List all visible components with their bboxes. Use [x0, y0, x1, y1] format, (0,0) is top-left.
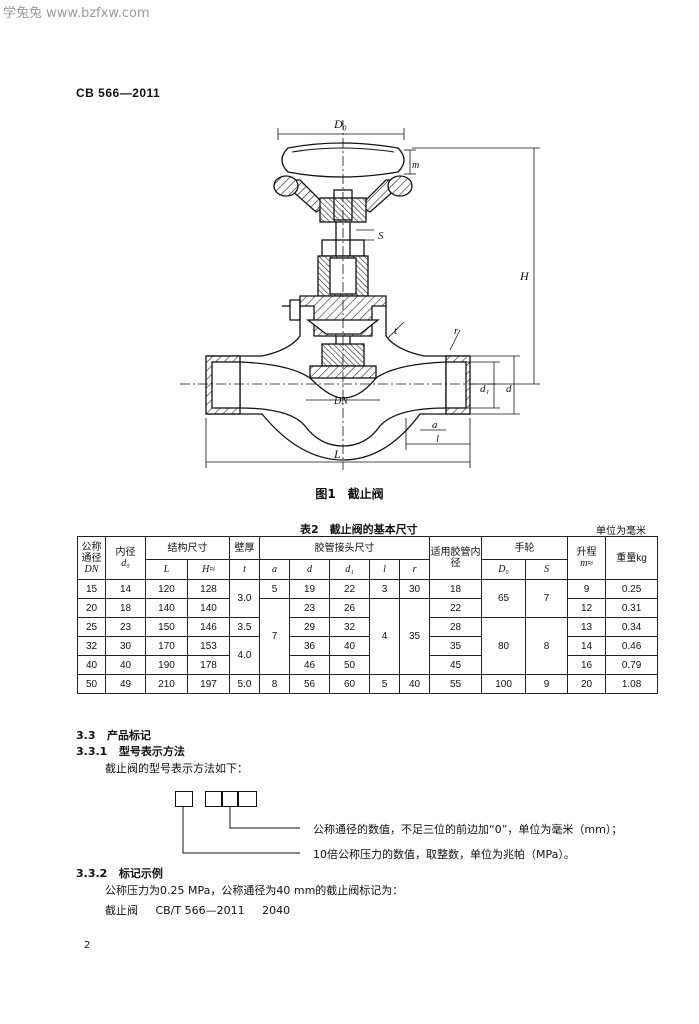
label-t: t	[394, 325, 398, 337]
label-m: m	[412, 160, 419, 171]
valve-body	[206, 306, 470, 461]
label-H: H	[519, 269, 530, 283]
code-note-pressure: 10倍公称压力的数值，取整数，单位为兆帕（MPa）。	[313, 848, 575, 861]
section-3-3-1-heading: 3.3.1 型号表示方法	[76, 745, 185, 758]
header-hose-inner: 适用胶管内径	[429, 536, 483, 580]
section-3-3-2-heading: 3.3.2 标记示例	[76, 867, 163, 880]
label-D0: D₀	[333, 117, 347, 131]
marking-example: 截止阀 CB/T 566—2011 2040	[105, 902, 304, 918]
label-DN: DN	[333, 396, 349, 407]
table-title: 表2 截止阀的基本尺寸	[300, 523, 418, 536]
figure-caption: 图1 截止阀	[315, 487, 384, 501]
label-r: r	[454, 325, 459, 337]
code-box-pressure	[175, 791, 193, 807]
example-name: 截止阀	[105, 904, 138, 917]
code-box-size-1	[205, 791, 223, 807]
label-d1: d₁	[480, 383, 490, 395]
section-3-3-heading: 3.3 产品标记	[76, 729, 151, 742]
page-number: 2	[84, 940, 91, 951]
label-L: L	[333, 447, 341, 461]
label-d: d	[506, 383, 512, 395]
code-box-size-3	[237, 791, 257, 807]
watermark: 学兔兔 www.bzfxw.com	[3, 6, 150, 21]
section-3-3-2-text: 公称压力为0.25 MPa，公称通径为40 mm的截止阀标记为：	[105, 884, 404, 897]
example-code: 2040	[262, 904, 291, 917]
label-S: S	[378, 230, 384, 242]
table-unit-note: 单位为毫米	[596, 526, 646, 537]
header-handwheel: 手轮	[481, 536, 569, 560]
section-3-3-1-text: 截止阀的型号表示方法如下：	[105, 762, 248, 775]
example-standard: CB/T 566—2011	[155, 904, 245, 917]
document-code: CB 566—2011	[76, 86, 161, 100]
label-l: l	[436, 433, 439, 445]
header-structure: 结构尺寸	[145, 536, 230, 560]
code-note-size: 公称通径的数值，不足三位的前边加“0”，单位为毫米（mm）；	[313, 823, 623, 836]
label-a: a	[432, 419, 438, 431]
valve-drawing: D₀ m S H t r d₁ d DN a l L	[180, 117, 540, 470]
